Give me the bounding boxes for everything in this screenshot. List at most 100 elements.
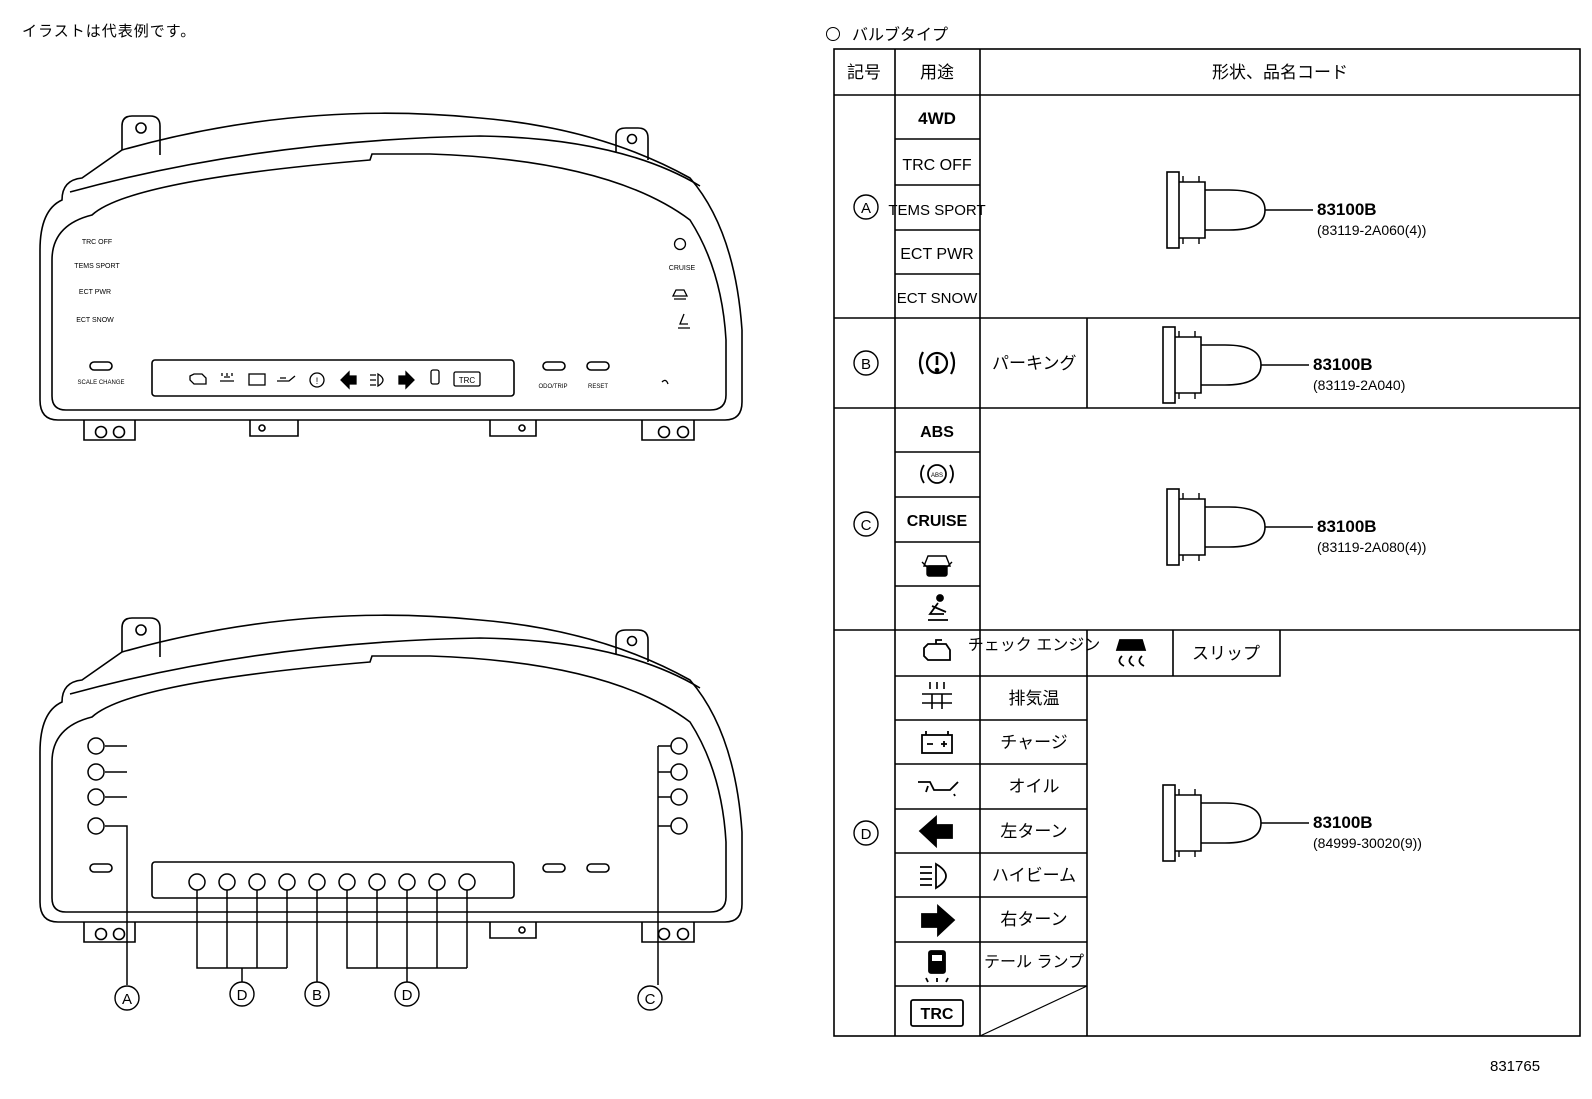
strip-exhaust-temp-icon <box>220 373 234 382</box>
part-no-c: 83100B <box>1317 517 1377 536</box>
high-beam-icon <box>920 862 947 890</box>
cluster-top-housing <box>39 112 743 441</box>
callout-d-right: D <box>402 987 413 1004</box>
use-ect-snow: ECT SNOW <box>897 290 978 307</box>
abs-circle-icon: ABS <box>920 464 954 484</box>
circle-bullet-icon <box>826 27 840 41</box>
cluster-label-cruise: CRUISE <box>669 265 696 272</box>
symbol-a: A <box>861 200 871 217</box>
seatbelt-icon <box>928 594 948 621</box>
battery-charge-icon <box>921 731 953 754</box>
use-charge-label: チャージ <box>1000 733 1068 752</box>
cluster-small-icon <box>661 379 669 385</box>
callout-b: B <box>312 987 322 1004</box>
cluster-bottom-sockets <box>87 737 688 985</box>
cluster-top-strip-icons: ! TRC <box>189 237 690 390</box>
use-tems-sport: TEMS SPORT <box>888 202 985 219</box>
strip-oil-icon <box>277 375 296 382</box>
strip-battery-icon <box>248 373 266 386</box>
use-tail-lamp-label: テール ランプ <box>984 953 1084 971</box>
part-code-d: (84999-30020(9)) <box>1313 835 1422 851</box>
cluster-top-labels: TRC OFF TEMS SPORT ECT PWR ECT SNOW CRUI… <box>74 239 695 390</box>
part-code-a: (83119-2A060(4)) <box>1317 222 1426 238</box>
svg-text:!: ! <box>316 376 319 386</box>
strip-check-engine-icon <box>189 373 207 385</box>
bulb-type-title-text: バルブタイプ <box>852 25 949 44</box>
use-right-turn-label: 右ターン <box>1000 910 1067 929</box>
svg-text:ABS: ABS <box>931 473 943 479</box>
symbol-b: B <box>861 356 871 373</box>
use-high-beam-label: ハイビーム <box>992 866 1076 885</box>
strip-trc-icon <box>453 371 481 387</box>
part-no-d: 83100B <box>1313 813 1373 832</box>
part-code-c: (83119-2A080(4)) <box>1317 539 1426 555</box>
callout-d-left: D <box>237 987 248 1004</box>
cluster-label-trc-off: TRC OFF <box>82 239 112 246</box>
use-abs: ABS <box>920 424 954 441</box>
table-headers: 記号 用途 形状、品名コード <box>847 63 1348 82</box>
use-4wd: 4WD <box>918 109 956 128</box>
strip-tail-lamp-icon <box>430 369 440 385</box>
strip-high-beam-icon <box>370 372 384 388</box>
symbol-d: D <box>861 826 872 843</box>
parking-brake-icon <box>918 351 956 375</box>
bulb-d-drawing <box>1162 784 1310 862</box>
tail-lamp-icon <box>925 950 949 983</box>
cluster-seatbelt-icon <box>678 313 690 329</box>
strip-trc-label: TRC <box>459 376 476 385</box>
cluster-bottom-housing <box>39 614 743 943</box>
use-exhaust-temp-label: 排気温 <box>1009 689 1060 708</box>
use-slip-label: スリップ <box>1192 644 1260 663</box>
use-oil-label: オイル <box>1009 777 1060 796</box>
bulb-type-title: バルブタイプ <box>826 21 948 45</box>
use-ect-pwr: ECT PWR <box>900 246 973 263</box>
table-symbols: A B C D <box>853 194 879 846</box>
cluster-illustrations: TRC OFF TEMS SPORT ECT PWR ECT SNOW CRUI… <box>39 112 743 1011</box>
part-no-a: 83100B <box>1317 200 1377 219</box>
use-trc-off: TRC OFF <box>902 157 972 174</box>
check-engine-icon <box>923 639 951 661</box>
use-trc-label: TRC <box>921 1006 954 1023</box>
group-b-uses: パーキング <box>918 351 1077 375</box>
cluster-label-ect-pwr: ECT PWR <box>79 289 111 296</box>
header-shape: 形状、品名コード <box>1212 63 1348 82</box>
header-symbol: 記号 <box>847 63 881 82</box>
trc-box-icon <box>910 999 964 1027</box>
bulb-b-drawing <box>1162 326 1310 404</box>
symbol-c: C <box>861 517 872 534</box>
bulb-c-drawing <box>1166 488 1314 566</box>
cluster-label-odo-trip: ODO/TRIP <box>538 384 567 390</box>
part-no-b: 83100B <box>1313 355 1373 374</box>
group-a-uses: 4WD TRC OFF TEMS SPORT ECT PWR ECT SNOW <box>888 109 985 307</box>
callout-c: C <box>645 991 656 1008</box>
slip-icon <box>1115 639 1147 667</box>
strip-left-turn-icon <box>340 370 357 390</box>
group-c-uses: ABS ABS CRUISE <box>907 424 968 621</box>
illustration-note: イラストは代表例です。 <box>22 22 197 40</box>
use-cruise: CRUISE <box>907 513 968 530</box>
left-turn-icon <box>918 815 953 849</box>
door-ajar-icon <box>921 555 953 577</box>
cluster-bottom-callouts: A D B D C <box>114 981 663 1011</box>
cluster-label-tems-sport: TEMS SPORT <box>74 263 120 270</box>
bulb-a-drawing <box>1166 171 1314 249</box>
use-left-turn-label: 左ターン <box>1000 822 1067 841</box>
header-use: 用途 <box>920 63 954 82</box>
cluster-door-icon <box>671 289 689 300</box>
strip-parking-icon <box>309 372 325 388</box>
oil-icon <box>918 781 959 797</box>
use-check-engine-label: チェック エンジン <box>968 636 1100 654</box>
group-d-icons <box>910 639 1147 1027</box>
cluster-cruise-icon <box>673 237 687 251</box>
cluster-label-reset: RESET <box>588 384 608 390</box>
use-parking-label: パーキング <box>992 354 1077 374</box>
part-code-b: (83119-2A040) <box>1313 377 1405 393</box>
callout-a: A <box>122 991 132 1008</box>
cluster-label-scale-change: SCALE CHANGE <box>77 380 124 386</box>
table-grid <box>833 48 1581 1037</box>
drawing-number: 831765 <box>1490 1058 1541 1075</box>
group-d-labels: チェック エンジン 排気温 チャージ オイル 左ターン ハイビーム 右ターン テ… <box>921 636 1260 1023</box>
cluster-label-ect-snow: ECT SNOW <box>76 317 114 324</box>
exhaust-temp-icon <box>922 682 952 709</box>
